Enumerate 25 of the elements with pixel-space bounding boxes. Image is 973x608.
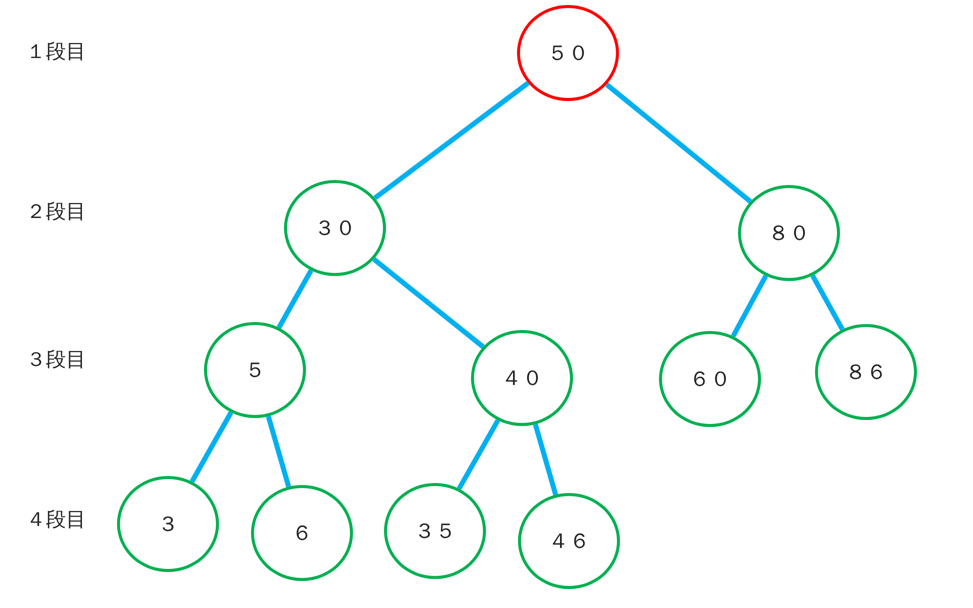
- level-label: １段目: [26, 38, 86, 65]
- level-label: ２段目: [26, 198, 86, 225]
- level-label: ４段目: [26, 506, 86, 533]
- node-value: ４６: [548, 528, 590, 555]
- node-value: ５: [244, 357, 266, 384]
- node-value: ３５: [414, 518, 456, 545]
- connector-line: [810, 274, 845, 331]
- node-value: ４０: [501, 365, 543, 392]
- connector-line: [266, 416, 292, 488]
- node-value: ８０: [768, 220, 810, 247]
- node-value: ３: [158, 511, 178, 538]
- node-value: ６: [292, 520, 312, 547]
- connector-line: [373, 80, 530, 200]
- node-value: ６０: [689, 366, 731, 393]
- node-value: ８６: [845, 359, 887, 386]
- connector-line: [730, 274, 768, 338]
- level-label: ３段目: [26, 346, 86, 373]
- connector-line: [190, 411, 234, 483]
- node-value: ３０: [314, 215, 356, 242]
- node-value: ５０: [547, 40, 589, 67]
- connector-line: [456, 419, 500, 490]
- connector-line: [276, 269, 314, 329]
- connector-line: [604, 82, 752, 204]
- connector-line: [372, 257, 485, 349]
- connector-line: [532, 424, 558, 496]
